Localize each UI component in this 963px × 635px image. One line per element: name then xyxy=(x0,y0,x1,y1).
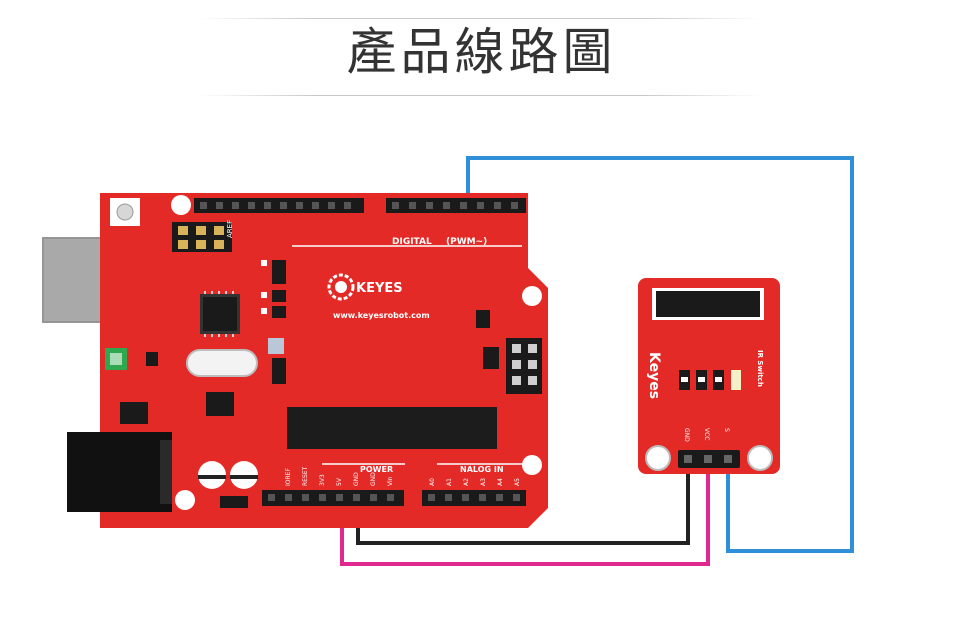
svg-text:GND: GND xyxy=(353,472,360,486)
aref-label: AREF xyxy=(226,220,234,238)
module-brand: Keyes xyxy=(646,352,662,399)
svg-text:A0: A0 xyxy=(429,478,436,486)
digital-header-right xyxy=(386,198,526,213)
pwm-label: (PWM~) xyxy=(446,237,487,247)
svg-text:5V: 5V xyxy=(336,477,343,486)
vcc-wire xyxy=(340,470,710,566)
svg-text:A4: A4 xyxy=(497,478,504,486)
analog-pin-labels: A0 A1 A2 A3 A4 A5 xyxy=(429,478,521,486)
mounting-hole xyxy=(522,286,542,306)
signal-wire xyxy=(466,156,854,553)
crystal xyxy=(186,349,258,377)
svg-text:IOREF: IOREF xyxy=(285,468,292,486)
power-jack xyxy=(67,432,172,512)
reset-button xyxy=(110,198,140,226)
power-header xyxy=(262,490,404,506)
power-pin-labels: IOREF RESET 3V3 5V GND GND Vin xyxy=(285,466,394,486)
digital-label: DIGITAL xyxy=(392,237,432,247)
svg-text:Vin: Vin xyxy=(387,476,394,486)
module-pcb xyxy=(638,278,780,474)
microcontroller-chip xyxy=(287,407,497,449)
svg-text:VCC: VCC xyxy=(703,428,710,440)
module-pin-header xyxy=(678,450,740,468)
digital-header-left xyxy=(194,198,364,213)
mounting-hole xyxy=(171,195,191,215)
svg-text:A1: A1 xyxy=(446,478,453,486)
capacitors xyxy=(198,461,258,508)
icsp-header-1 xyxy=(172,222,232,252)
svg-text:GND: GND xyxy=(370,472,377,486)
mounting-hole xyxy=(522,455,542,475)
svg-text:RESET: RESET xyxy=(302,466,309,486)
svg-text:3V3: 3V3 xyxy=(319,474,326,486)
usb-chip xyxy=(200,291,240,337)
module-mounting-hole xyxy=(645,445,671,471)
icsp-header-2 xyxy=(506,338,542,394)
keyes-logo: KEYES www.keyesrobot.com xyxy=(327,273,430,320)
title-banner: 產品線路圖 xyxy=(0,0,963,100)
svg-text:A5: A5 xyxy=(514,478,521,486)
module-mounting-hole xyxy=(747,445,773,471)
module-smd-parts xyxy=(679,370,741,390)
analog-header xyxy=(422,490,526,506)
analog-label: NALOG IN xyxy=(460,465,504,474)
title-top-rule xyxy=(200,18,760,19)
brand-name: KEYES xyxy=(356,281,403,296)
module-name: IR Switch xyxy=(756,350,764,387)
svg-text:S: S xyxy=(723,428,730,432)
power-label: POWER xyxy=(360,465,393,474)
title-bottom-rule xyxy=(200,95,760,96)
website-text: www.keyesrobot.com xyxy=(333,311,430,320)
svg-text:GND: GND xyxy=(683,428,690,442)
svg-text:A3: A3 xyxy=(480,478,487,486)
ir-switch-module: Keyes IR Switch GND VCC S xyxy=(638,278,780,474)
page-title: 產品線路圖 xyxy=(346,23,617,81)
arduino-board: AREF DIGITAL (PWM~) KEYES www.keyesrobot… xyxy=(42,193,548,528)
svg-text:A2: A2 xyxy=(463,478,470,486)
mounting-hole xyxy=(175,490,195,510)
module-pin-labels: GND VCC S xyxy=(683,428,730,442)
